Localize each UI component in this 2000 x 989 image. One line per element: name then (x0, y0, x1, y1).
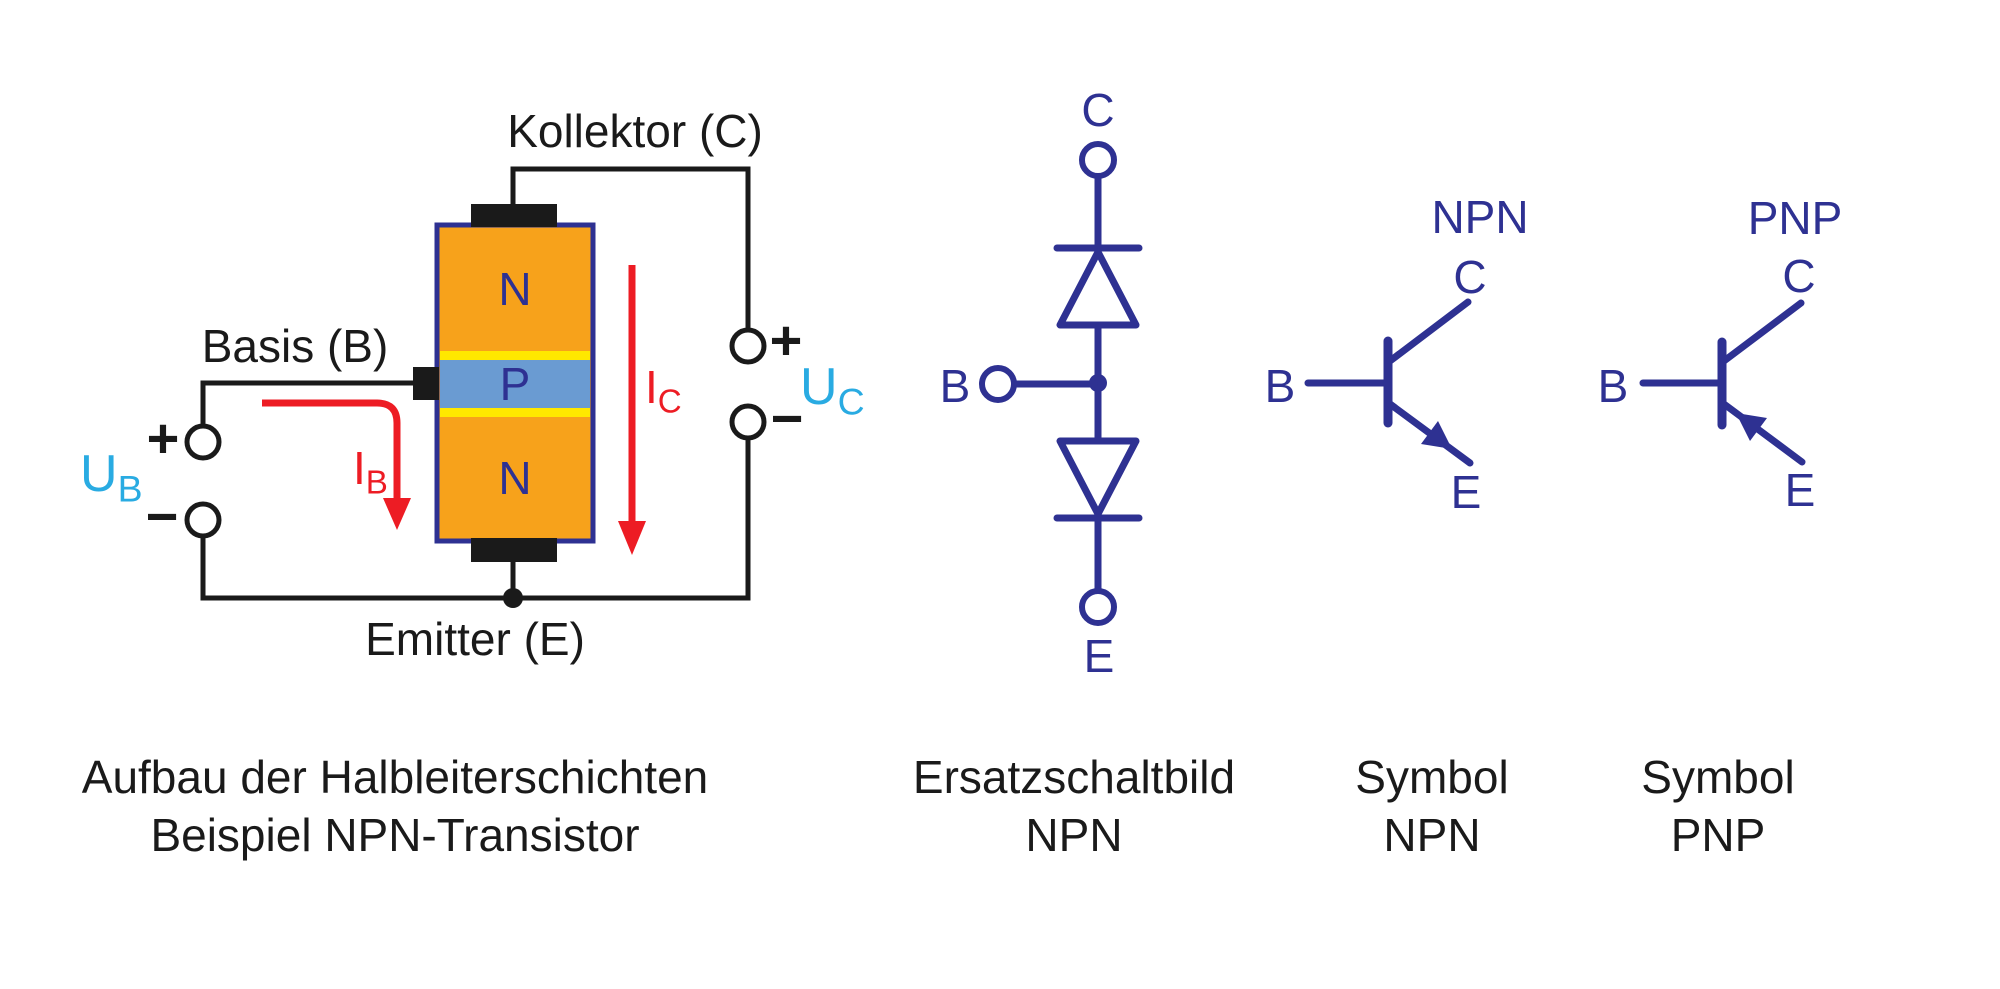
pnp-emitter-label: E (1784, 464, 1816, 516)
ub-subscript: B (117, 467, 143, 510)
pnp-caption-line1: Symbol (1641, 751, 1795, 803)
ub-label: UB (80, 444, 143, 510)
uc-symbol: U (800, 358, 838, 416)
ic-label: IC (645, 360, 682, 421)
pnp-emitter-arrowhead (1736, 413, 1767, 441)
collector-label: Kollektor (C) (507, 105, 763, 157)
ub-plus-terminal (184, 423, 222, 461)
upper-diode-triangle (1056, 248, 1140, 329)
npn-collector-label: C (1453, 251, 1487, 303)
npn-emitter-label: E (1450, 466, 1482, 518)
ib-symbol: I (353, 442, 366, 494)
pnp-caption: Symbol PNP (1641, 748, 1794, 864)
equivalent-caption-line2: NPN (1025, 809, 1123, 861)
equivalent-emitter-label: E (1083, 630, 1115, 682)
equivalent-circuit-panel (979, 141, 1143, 626)
ub-minus-sign: − (145, 484, 179, 548)
npn-symbol-panel (1304, 298, 1474, 467)
npn-collector-lead (1386, 298, 1472, 365)
collector-wire (510, 166, 751, 330)
pnp-collector-lead (1720, 299, 1805, 365)
ub-minus-terminal (184, 501, 222, 539)
collector-electrode (471, 204, 557, 227)
base-current-arrow (262, 399, 401, 500)
uc-plus-terminal (729, 327, 767, 365)
ic-symbol: I (645, 361, 658, 413)
ic-subscript: C (657, 383, 682, 421)
uc-label: UC (800, 357, 865, 423)
equivalent-base-label: B (939, 360, 971, 412)
collector-return-wire (513, 438, 751, 601)
structure-caption-line1: Aufbau der Halbleiterschichten (81, 751, 709, 803)
lower-diode-triangle (1056, 437, 1140, 518)
pnp-caption-line2: PNP (1670, 809, 1766, 861)
p-layer (440, 360, 590, 408)
base-label: Basis (B) (201, 320, 389, 372)
npn-emitter-arrowhead (1421, 421, 1452, 449)
layer-n-bottom-label: N (498, 452, 532, 504)
emitter-junction-dot (503, 588, 523, 608)
npn-base-label: B (1264, 360, 1296, 412)
npn-title: NPN (1431, 191, 1529, 243)
equivalent-emitter-terminal (1079, 588, 1117, 626)
pnp-symbol-panel (1639, 299, 1806, 466)
equivalent-caption: Ersatzschaltbild NPN (913, 748, 1235, 864)
npn-caption-line2: NPN (1383, 809, 1481, 861)
equivalent-caption-line1: Ersatzschaltbild (912, 751, 1236, 803)
junction-top (440, 351, 590, 360)
collector-current-arrowhead (618, 521, 646, 555)
base-contact (413, 367, 439, 400)
npn-caption: Symbol NPN (1355, 748, 1508, 864)
structure-caption-line2: Beispiel NPN-Transistor (150, 809, 640, 861)
uc-minus-sign: − (770, 386, 804, 450)
base-wire (200, 380, 414, 426)
emitter-label: Emitter (E) (365, 613, 585, 665)
uc-minus-terminal (729, 403, 767, 441)
equivalent-base-terminal (979, 365, 1017, 403)
ib-label: IB (353, 441, 388, 502)
ib-subscript: B (365, 464, 388, 502)
layer-n-top-label: N (498, 263, 532, 315)
pnp-base-label: B (1597, 360, 1629, 412)
structure-caption: Aufbau der Halbleiterschichten Beispiel … (82, 748, 708, 864)
junction-bottom (440, 408, 590, 417)
pnp-title: PNP (1747, 192, 1843, 244)
equivalent-collector-terminal (1079, 141, 1117, 179)
emitter-electrode (471, 538, 557, 562)
layer-p-label: P (499, 358, 531, 410)
base-current-arrowhead (383, 498, 411, 530)
structure-panel (184, 166, 767, 608)
ub-symbol: U (80, 445, 118, 503)
uc-plus-sign: + (769, 308, 803, 372)
uc-subscript: C (837, 380, 865, 423)
pnp-collector-label: C (1782, 250, 1816, 302)
equivalent-collector-label: C (1081, 84, 1115, 136)
base-return-wire (200, 536, 513, 601)
ub-plus-sign: + (146, 406, 180, 470)
pnp-emitter-lead (1720, 400, 1806, 466)
npn-caption-line1: Symbol (1355, 751, 1509, 803)
